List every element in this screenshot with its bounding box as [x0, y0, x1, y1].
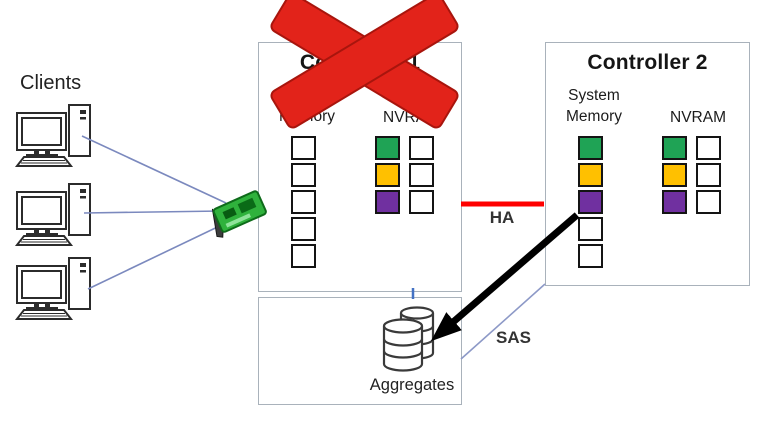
memory-cell-green [662, 136, 687, 160]
controller2-system-memory-column [578, 136, 603, 268]
memory-cell-white [409, 163, 434, 187]
memory-cell-white [696, 190, 721, 214]
controller2-nvram-label: NVRAM [670, 109, 726, 126]
memory-cell-purple [375, 190, 400, 214]
memory-cell-green [375, 136, 400, 160]
clients-label: Clients [20, 72, 82, 94]
memory-cell-white [291, 163, 316, 187]
client-link-2 [83, 210, 223, 214]
aggregates-box: Aggregates [258, 297, 462, 405]
controller2-nvram-column-1 [662, 136, 687, 214]
memory-cell-white [291, 244, 316, 268]
memory-cell-purple [662, 190, 687, 214]
controller2-title: Controller 2 [587, 51, 708, 74]
memory-cell-white [291, 136, 316, 160]
controller1-system-memory-column [291, 136, 316, 268]
controller1-nvram-column-2 [409, 136, 434, 214]
memory-cell-white [696, 163, 721, 187]
controller2-box: Controller 2 System Memory NVRAM [545, 42, 750, 286]
memory-cell-gold [375, 163, 400, 187]
memory-cell-white [696, 136, 721, 160]
controller2-system-memory-label: System Memory [566, 87, 622, 125]
client-link-1 [81, 135, 227, 204]
memory-cell-white [291, 190, 316, 214]
client-computer-icon [14, 104, 91, 167]
controller2-nvram-column-2 [696, 136, 721, 214]
memory-cell-white [578, 244, 603, 268]
aggregates-label: Aggregates [369, 376, 455, 394]
memory-cell-gold [662, 163, 687, 187]
client-computer-icon [14, 257, 91, 320]
sas-link-label: SAS [496, 328, 531, 347]
client-computer-icon [14, 183, 91, 246]
memory-cell-white [578, 217, 603, 241]
database-cylinders-icon [382, 306, 435, 372]
memory-cell-white [409, 190, 434, 214]
client-link-3 [87, 220, 231, 290]
memory-cell-green [578, 136, 603, 160]
memory-cell-white [409, 136, 434, 160]
ha-link-label: HA [489, 208, 515, 227]
controller1-nvram-column-1 [375, 136, 400, 214]
memory-cell-gold [578, 163, 603, 187]
memory-cell-purple [578, 190, 603, 214]
memory-cell-white [291, 217, 316, 241]
